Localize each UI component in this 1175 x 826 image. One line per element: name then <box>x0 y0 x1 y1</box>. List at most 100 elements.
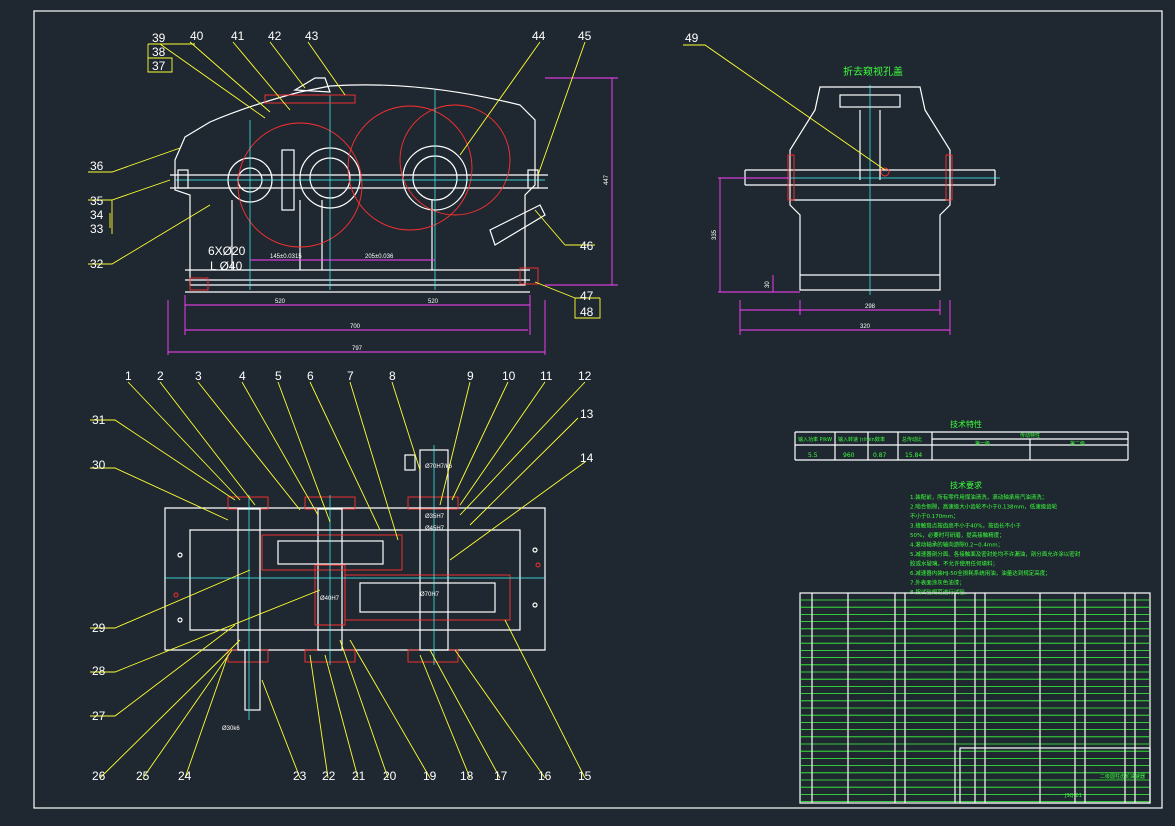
label-2: 2 <box>157 369 164 383</box>
spec-header-eff: 效率 <box>875 436 885 443</box>
spec-header-transmission: 传动特性 <box>1020 432 1040 439</box>
label-30: 30 <box>92 458 106 472</box>
label-3: 3 <box>195 369 202 383</box>
label-35: 35 <box>90 194 104 208</box>
fit-b: Ø35H7 <box>425 514 445 520</box>
label-14: 14 <box>580 451 594 465</box>
top-view: Ø70H7/k6 Ø35H7 Ø45H7 Ø70H7 Ø40H7 Ø30k6 1… <box>90 369 594 783</box>
hole-depth: L Ø40 <box>210 259 243 273</box>
label-45: 45 <box>578 29 592 43</box>
tech-req-line: 胶或水玻璃，不允许使用任何填料； <box>910 560 998 568</box>
label-28: 28 <box>92 664 106 678</box>
dim-center2: 205±0.036 <box>365 254 394 260</box>
side-dim-height: 335 <box>712 229 718 240</box>
title-block-drawing-no: JSQ-01 <box>1064 793 1082 799</box>
label-11: 11 <box>540 369 553 383</box>
tech-requirements: 技术要求 1.装配前，所有零件用煤油清洗，滚动轴承用汽油清洗； 2.啮合侧隙，高速… <box>910 480 1081 596</box>
tech-req-line: 8.按试验规范进行试验。 <box>910 588 970 596</box>
tech-req-line: 50%，必要时可研磨，提高接触精度； <box>910 531 1005 539</box>
label-22: 22 <box>322 769 336 783</box>
label-15: 15 <box>578 769 592 783</box>
side-dim-width1: 298 <box>865 304 876 310</box>
label-10: 10 <box>502 369 516 383</box>
label-8: 8 <box>389 369 396 383</box>
label-21: 21 <box>352 769 366 783</box>
label-44: 44 <box>532 29 546 43</box>
label-29: 29 <box>92 621 106 635</box>
label-42: 42 <box>268 29 282 43</box>
label-36: 36 <box>90 159 104 173</box>
spec-stage2: 第二级 <box>1070 440 1085 447</box>
label-16: 16 <box>538 769 552 783</box>
title-block-name: 二级圆柱齿轮减速器 <box>1100 773 1145 780</box>
spec-eff: 0.87 <box>873 452 887 459</box>
label-47: 47 <box>580 289 594 303</box>
label-1: 1 <box>125 369 132 383</box>
label-40: 40 <box>190 29 204 43</box>
spec-header-ratio: 总传动比 <box>902 436 922 443</box>
side-view: 折去窥视孔盖 335 30 298 320 49 <box>683 31 1000 335</box>
tech-spec-table: 技术特性 输入功率 P/kW 输入转速 (r/min) 效率 总传动比 传动特性… <box>794 419 1129 461</box>
label-49: 49 <box>685 31 699 45</box>
label-37: 37 <box>152 59 166 73</box>
label-6: 6 <box>307 369 314 383</box>
tech-req-line: 1.装配前，所有零件用煤油清洗，滚动轴承用汽油清洗； <box>910 493 1047 501</box>
label-34: 34 <box>90 208 104 222</box>
label-23: 23 <box>293 769 307 783</box>
tech-req-line: 6.减速器内装HJ-50全损耗系统用油，油量达到规定高度； <box>910 569 1051 577</box>
label-27: 27 <box>92 709 106 723</box>
tech-req-line: 2.啮合侧隙，高速级大小齿轮不小于0.138mm，低速级齿轮 <box>910 503 1058 511</box>
label-12: 12 <box>578 369 592 383</box>
fit-c: Ø45H7 <box>425 526 445 532</box>
side-dim-base: 30 <box>765 281 771 288</box>
label-26: 26 <box>92 769 106 783</box>
spec-ratio: 15.84 <box>905 452 922 459</box>
dim-center1: 145±0.0315 <box>270 254 302 260</box>
tech-req-line: 4.滚动轴承的轴向游隙0.2~0.4mm； <box>910 541 1003 549</box>
tech-req-title: 技术要求 <box>950 480 982 490</box>
tech-req-line: 3.接触斑点按齿高不小于40%，按齿长不小于 <box>910 522 1021 530</box>
label-18: 18 <box>460 769 474 783</box>
label-32: 32 <box>90 257 104 271</box>
sheet-border <box>33 10 1163 809</box>
parts-grid <box>800 593 1150 803</box>
spec-speed: 960 <box>843 452 855 459</box>
tech-req-lines: 1.装配前，所有零件用煤油清洗，滚动轴承用汽油清洗； 2.啮合侧隙，高速级大小齿轮… <box>910 493 1081 596</box>
parts-list: 二级圆柱齿轮减速器 JSQ-01 <box>799 592 1151 804</box>
label-38: 38 <box>152 45 166 59</box>
label-46: 46 <box>580 239 594 253</box>
label-41: 41 <box>231 29 245 43</box>
spec-header-power: 输入功率 P/kW <box>798 436 832 443</box>
tech-req-line: 不小于0.170mm； <box>910 512 958 520</box>
tech-req-line: 5.减速器剖分面、各接触面及密封处均不许漏油，剖分面允许涂以密封 <box>910 550 1081 558</box>
spec-power: 5.5 <box>808 452 818 459</box>
tech-spec-title: 技术特性 <box>950 419 982 429</box>
side-dim-width2: 320 <box>860 324 871 330</box>
label-43: 43 <box>305 29 319 43</box>
label-33: 33 <box>90 222 104 236</box>
hole-spec: 6XØ20 <box>208 244 246 258</box>
fit-f: Ø30k6 <box>222 726 240 732</box>
label-25: 25 <box>136 769 150 783</box>
label-4: 4 <box>239 369 246 383</box>
label-20: 20 <box>383 769 397 783</box>
dim-overall: 797 <box>352 346 363 352</box>
fit-e: Ø40H7 <box>320 596 340 602</box>
label-9: 9 <box>467 369 474 383</box>
side-view-title: 折去窥视孔盖 <box>843 65 903 78</box>
label-31: 31 <box>92 413 106 427</box>
spec-stage1: 第一级 <box>975 440 990 447</box>
dim-520b: 520 <box>428 299 439 305</box>
label-7: 7 <box>347 369 354 383</box>
tech-req-line: 7.外表面涂灰色油漆； <box>910 579 965 587</box>
label-39: 39 <box>152 31 166 45</box>
front-view: 145±0.0315 205±0.036 520 520 700 797 447… <box>88 29 618 355</box>
dim-700: 700 <box>350 324 361 330</box>
spec-header-speed: 输入转速 (r/min) <box>838 436 877 443</box>
fit-d: Ø70H7 <box>420 592 440 598</box>
label-24: 24 <box>178 769 192 783</box>
label-48: 48 <box>580 305 594 319</box>
fit-a: Ø70H7/k6 <box>425 464 453 470</box>
dim-520a: 520 <box>275 299 286 305</box>
